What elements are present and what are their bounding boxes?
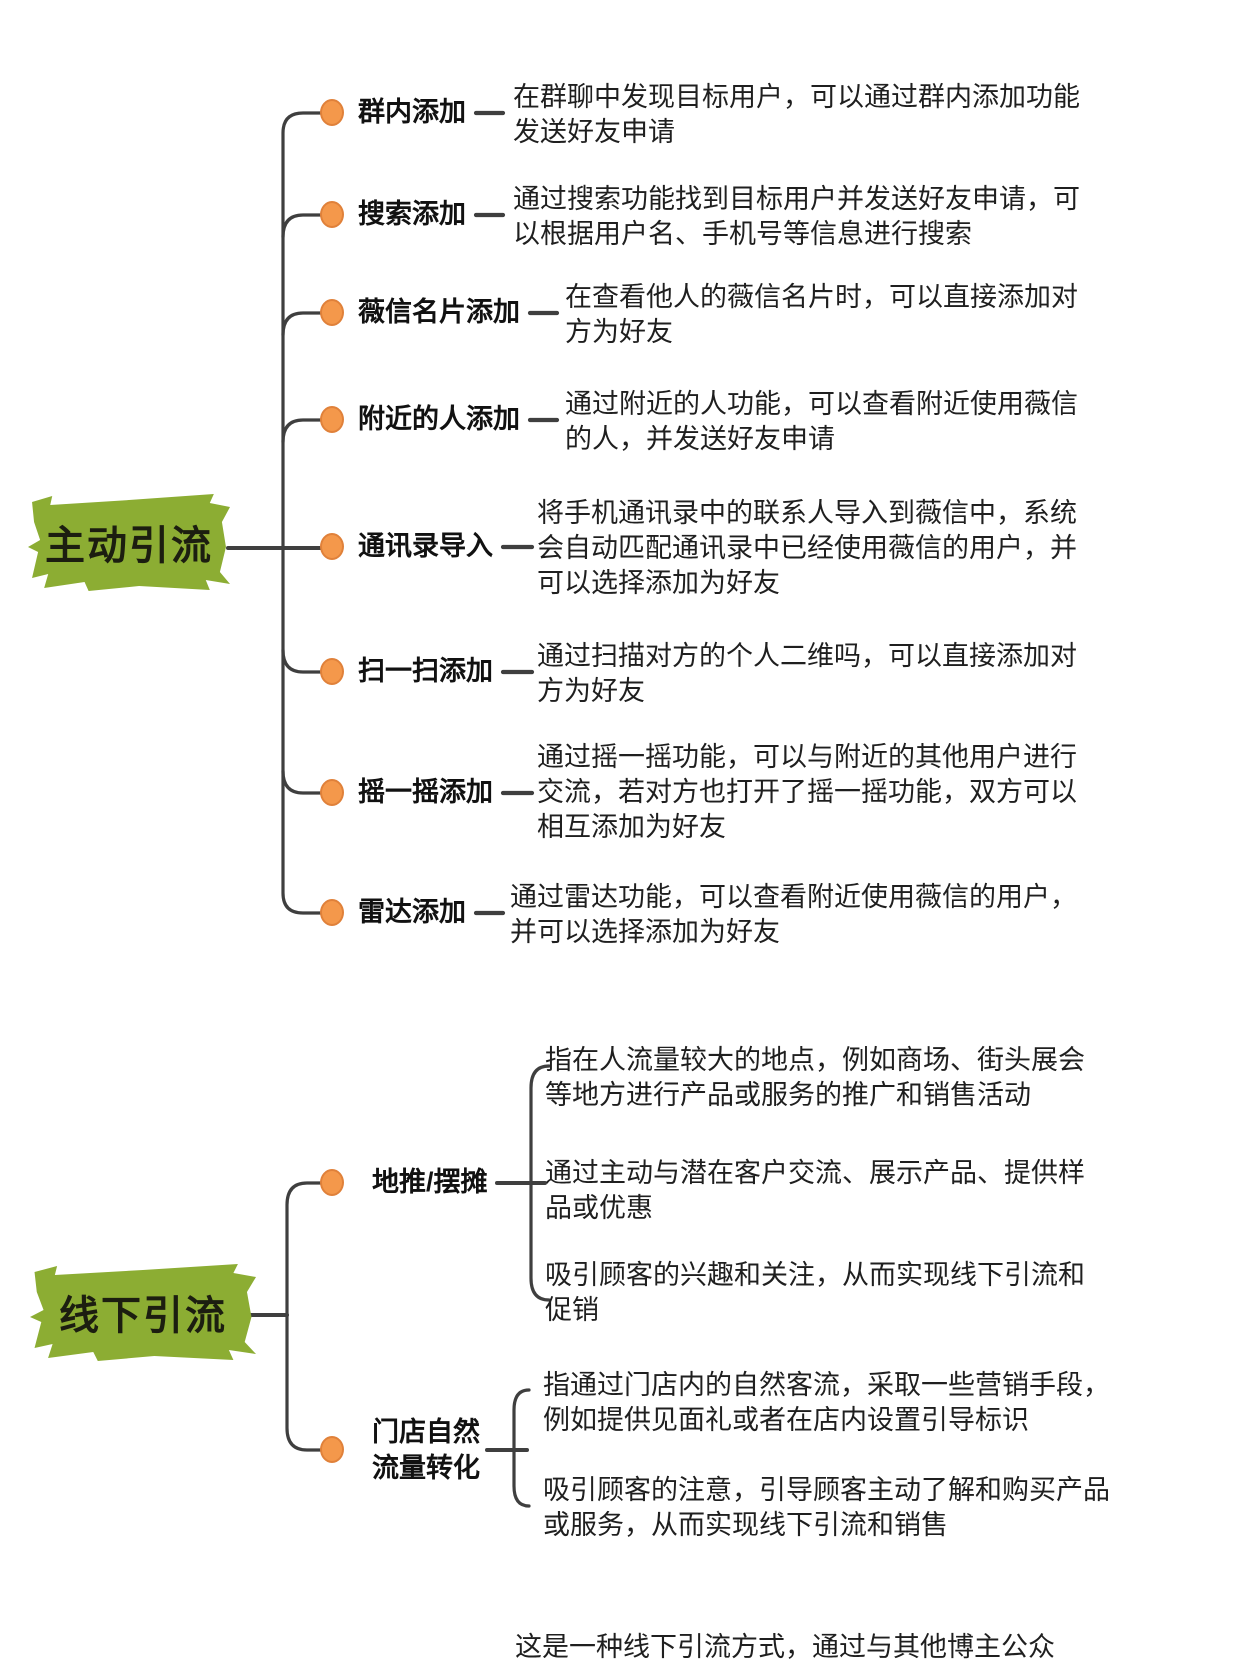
branch-desc[interactable]: 通过扫描对方的个人二维吗，可以直接添加对 方为好友: [537, 641, 1077, 706]
branch-dot[interactable]: [320, 533, 344, 560]
branch-desc[interactable]: 吸引顾客的注意，引导顾客主动了解和购买产品 或服务，从而实现线下引流和销售: [543, 1475, 1110, 1540]
root-node-title: 线下引流: [59, 1294, 227, 1338]
branch-desc[interactable]: 吸引顾客的兴趣和关注，从而实现线下引流和 促销: [545, 1260, 1085, 1325]
branch-label-search-add[interactable]: 搜索添加: [358, 199, 466, 230]
branch-dot[interactable]: [320, 899, 344, 926]
root-node-offline-traffic[interactable]: 线下引流: [30, 1264, 256, 1361]
branch-label-store-traffic[interactable]: 门店自然 流量转化: [372, 1417, 480, 1483]
branch-desc[interactable]: 将手机通讯录中的联系人导入到薇信中，系统 会自动匹配通讯录中已经使用薇信的用户，…: [537, 498, 1077, 598]
branch-label-scan-add[interactable]: 扫一扫添加: [358, 656, 493, 687]
branch-dot[interactable]: [320, 99, 344, 126]
branch-desc[interactable]: 通过附近的人功能，可以查看附近使用薇信 的人，并发送好友申请: [565, 389, 1078, 454]
branch-dot[interactable]: [320, 1169, 344, 1196]
branch-desc-partial[interactable]: 这是一种线下引流方式，通过与其他博主公众: [515, 1632, 1055, 1660]
branch-desc[interactable]: 通过搜索功能找到目标用户并发送好友申请，可 以根据用户名、手机号等信息进行搜索: [513, 184, 1080, 249]
branch-label-group-add[interactable]: 群内添加: [358, 97, 466, 128]
branch-desc[interactable]: 通过主动与潜在客户交流、展示产品、提供样 品或优惠: [545, 1158, 1085, 1223]
branch-desc[interactable]: 指通过门店内的自然客流，采取一些营销手段， 例如提供见面礼或者在店内设置引导标识: [543, 1370, 1110, 1435]
branch-desc[interactable]: 在查看他人的薇信名片时，可以直接添加对 方为好友: [565, 282, 1078, 347]
branch-desc[interactable]: 在群聊中发现目标用户，可以通过群内添加功能 发送好友申请: [513, 82, 1080, 147]
branch-dot[interactable]: [320, 779, 344, 806]
branch-dot[interactable]: [320, 406, 344, 433]
branch-desc[interactable]: 通过摇一摇功能，可以与附近的其他用户进行 交流，若对方也打开了摇一摇功能，双方可…: [537, 742, 1077, 842]
branch-desc[interactable]: 指在人流量较大的地点，例如商场、街头展会 等地方进行产品或服务的推广和销售活动: [545, 1045, 1085, 1110]
branch-label-contacts-import[interactable]: 通讯录导入: [358, 531, 493, 562]
branch-label-card-add[interactable]: 薇信名片添加: [358, 297, 520, 328]
branch-dot[interactable]: [320, 658, 344, 685]
root-node-active-traffic[interactable]: 主动引流: [28, 494, 230, 591]
branch-label-shake-add[interactable]: 摇一摇添加: [358, 777, 493, 808]
branch-dot[interactable]: [320, 1436, 344, 1463]
branch-dot[interactable]: [320, 299, 344, 326]
branch-label-nearby-add[interactable]: 附近的人添加: [358, 404, 520, 435]
branch-desc[interactable]: 通过雷达功能，可以查看附近使用薇信的用户， 并可以选择添加为好友: [510, 882, 1077, 947]
root-node-title: 主动引流: [45, 524, 213, 568]
branch-label-street-promotion[interactable]: 地推/摆摊: [372, 1167, 488, 1198]
branch-dot[interactable]: [320, 201, 344, 228]
branch-label-radar-add[interactable]: 雷达添加: [358, 897, 466, 928]
